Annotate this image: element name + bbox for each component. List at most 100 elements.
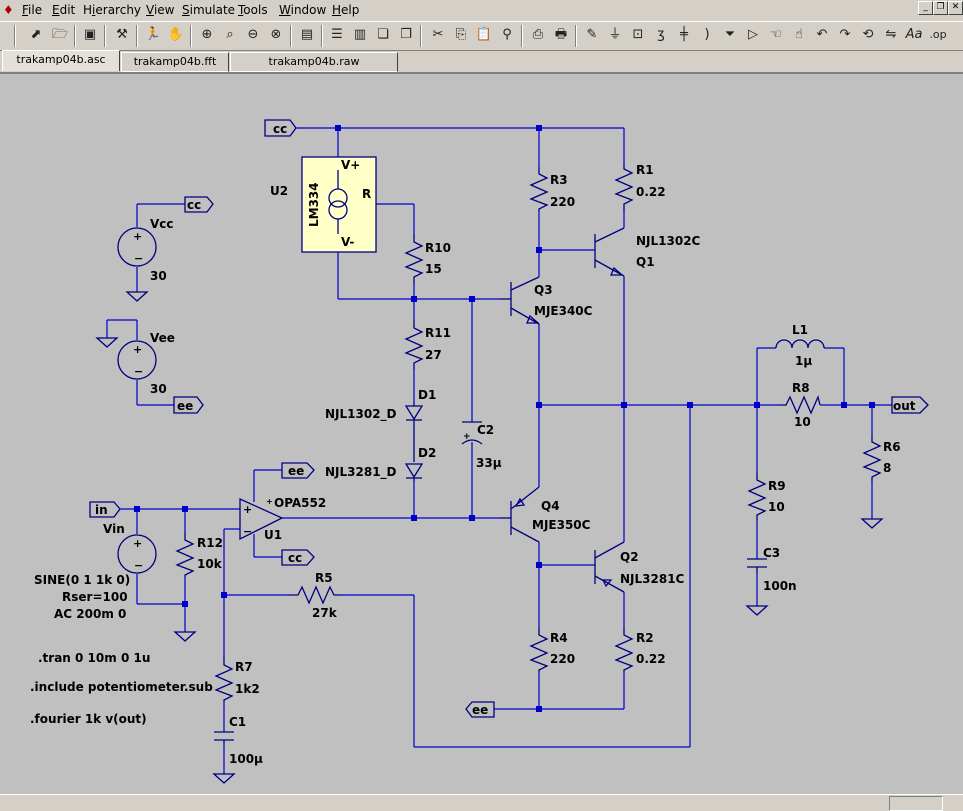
zoom-fit-icon[interactable]: ⊗ bbox=[270, 27, 282, 42]
diode-d1[interactable]: D1 NJL1302_D bbox=[325, 388, 436, 462]
plot-settings-icon[interactable]: ▤ bbox=[300, 27, 314, 42]
net-label-in: in bbox=[89, 501, 121, 518]
tile-vertical-icon[interactable]: ▥ bbox=[353, 27, 367, 42]
op-directive-icon[interactable]: .op bbox=[929, 28, 947, 41]
voltage-source-vcc[interactable]: + − Vcc 30 bbox=[117, 217, 174, 283]
transistor-q4[interactable]: Q4 MJE350C bbox=[500, 486, 591, 543]
voltage-source-vin[interactable]: + − Vin SINE(0 1 1k 0) Rser=100 AC 200m … bbox=[34, 522, 157, 621]
drag-icon[interactable]: ☝ bbox=[795, 27, 803, 42]
redo-icon[interactable]: ↷ bbox=[839, 27, 851, 42]
resistor-r10[interactable]: R10 15 bbox=[404, 234, 451, 284]
u2-lm334[interactable]: V+ R V- LM334 U2 bbox=[270, 156, 377, 253]
capacitor-c3[interactable]: C3 100n bbox=[747, 546, 797, 593]
run-icon[interactable]: 🏃 bbox=[144, 27, 162, 42]
menu-hierarchy[interactable]: Hierarchy bbox=[83, 3, 142, 17]
diode-icon[interactable]: ⏷ bbox=[724, 27, 736, 42]
svg-text:U2: U2 bbox=[270, 184, 288, 198]
net-label-ee-vee: ee bbox=[173, 396, 204, 414]
capacitor-c2[interactable]: + C2 33µ bbox=[461, 421, 502, 470]
svg-text:L1: L1 bbox=[792, 323, 808, 337]
diode-d2[interactable]: D2 NJL3281_D bbox=[325, 446, 436, 482]
menu-help[interactable]: Help bbox=[332, 3, 360, 17]
svg-text:D1: D1 bbox=[418, 388, 436, 402]
resistor-icon[interactable]: ʒ bbox=[657, 27, 665, 42]
cascade-icon[interactable]: ❐ bbox=[400, 27, 412, 42]
menu-window[interactable]: Window bbox=[279, 3, 327, 17]
control-panel-icon[interactable]: ⚒ bbox=[116, 27, 128, 42]
new-schematic-icon[interactable]: ⬈ bbox=[30, 27, 42, 42]
minimize-icon[interactable]: _ bbox=[918, 1, 933, 15]
inductor-l1[interactable]: L1 1µ bbox=[775, 323, 825, 368]
toolbar-separator bbox=[420, 25, 422, 47]
mirror-icon[interactable]: ⇋ bbox=[885, 27, 897, 42]
resistor-r7[interactable]: R7 1k2 bbox=[214, 657, 260, 702]
move-icon[interactable]: ☜ bbox=[770, 27, 782, 42]
zoom-out-icon[interactable]: ⊖ bbox=[247, 27, 259, 42]
cascade-icon[interactable]: ❏ bbox=[377, 27, 389, 42]
toolbar-separator bbox=[321, 25, 323, 47]
halt-icon[interactable]: ✋ bbox=[167, 27, 185, 42]
text-icon[interactable]: Aa bbox=[905, 27, 923, 42]
svg-text:−: − bbox=[134, 559, 143, 572]
save-icon[interactable]: ▣ bbox=[83, 27, 97, 42]
open-icon[interactable]: 🗁 bbox=[51, 27, 69, 42]
rotate-icon[interactable]: ⟲ bbox=[862, 27, 874, 42]
voltage-source-vee[interactable]: + − Vee 30 bbox=[117, 331, 175, 396]
ground-symbols bbox=[95, 291, 884, 784]
svg-text:Q1: Q1 bbox=[636, 255, 655, 269]
opamp-u1[interactable]: + − + OPA552 U1 bbox=[239, 496, 326, 542]
menu-simulate[interactable]: Simulate bbox=[182, 3, 236, 17]
wires bbox=[106, 127, 892, 774]
restore-icon[interactable]: ❐ bbox=[933, 1, 948, 15]
transistor-q1[interactable]: NJL1302C Q1 bbox=[594, 227, 701, 277]
copy-icon[interactable]: ⎘ bbox=[455, 27, 467, 42]
resistor-r8[interactable]: R8 10 bbox=[780, 381, 821, 429]
ground-icon[interactable]: ⏚ bbox=[608, 27, 622, 42]
transistor-q2[interactable]: Q2 NJL3281C bbox=[594, 541, 685, 593]
find-icon[interactable]: ⚲ bbox=[502, 27, 512, 42]
transistor-q3[interactable]: Q3 MJE340C bbox=[500, 276, 593, 325]
svg-text:+: + bbox=[463, 432, 471, 442]
menu-view[interactable]: View bbox=[146, 3, 175, 17]
tab-trakamp04b-raw[interactable]: trakamp04b.raw bbox=[230, 52, 398, 72]
svg-text:R5: R5 bbox=[315, 571, 333, 585]
svg-text:Rser=100: Rser=100 bbox=[62, 590, 128, 604]
menu-tools[interactable]: Tools bbox=[238, 3, 268, 17]
menu-file[interactable]: File bbox=[22, 3, 43, 17]
resistor-r3[interactable]: R3 220 bbox=[529, 167, 575, 212]
svg-text:NJL3281_D: NJL3281_D bbox=[325, 465, 397, 480]
app-icon[interactable]: ♦ bbox=[3, 3, 14, 17]
pan-icon[interactable]: ⌕ bbox=[226, 27, 234, 42]
paste-icon[interactable]: 📋 bbox=[475, 27, 493, 42]
zoom-in-icon[interactable]: ⊕ bbox=[201, 27, 213, 42]
svg-text:U1: U1 bbox=[264, 528, 282, 542]
schematic-canvas[interactable]: cc cc ee ee cc in ee out V+ R V- LM334 U bbox=[0, 72, 963, 796]
menu-bar: ♦ File Edit Hierarchy View Simulate Tool… bbox=[0, 0, 963, 21]
resistor-r6[interactable]: R6 8 bbox=[862, 434, 901, 482]
capacitor-c1[interactable]: C1 100µ bbox=[214, 715, 263, 766]
resistor-r9[interactable]: R9 10 bbox=[747, 472, 786, 520]
print-icon[interactable]: 🖶 bbox=[554, 27, 568, 42]
component-icon[interactable]: ▷ bbox=[748, 27, 758, 42]
resistor-r12[interactable]: R12 10k bbox=[175, 532, 223, 577]
svg-text:Vin: Vin bbox=[103, 522, 125, 536]
spice-directives: .tran 0 10m 0 1u .include potentiometer.… bbox=[30, 651, 213, 726]
undo-icon[interactable]: ↶ bbox=[816, 27, 828, 42]
resistor-r1[interactable]: R1 0.22 bbox=[614, 162, 666, 212]
resistor-r4[interactable]: R4 220 bbox=[529, 627, 575, 672]
inductor-icon[interactable]: ) bbox=[704, 27, 710, 42]
cut-icon[interactable]: ✂ bbox=[432, 27, 444, 42]
print-setup-icon[interactable]: ⎙ bbox=[532, 27, 544, 42]
tab-trakamp04b-fft[interactable]: trakamp04b.fft bbox=[121, 52, 229, 72]
label-net-icon[interactable]: ⊡ bbox=[632, 27, 644, 42]
draw-wire-icon[interactable]: ✎ bbox=[586, 27, 598, 42]
tile-horizontal-icon[interactable]: ☰ bbox=[331, 27, 343, 42]
resistor-r5[interactable]: R5 27k bbox=[290, 571, 340, 620]
capacitor-icon[interactable]: ╪ bbox=[680, 27, 688, 42]
menu-edit[interactable]: Edit bbox=[52, 3, 76, 17]
tab-trakamp04b-asc[interactable]: trakamp04b.asc bbox=[2, 50, 120, 71]
svg-text:V-: V- bbox=[341, 235, 354, 249]
resistor-r11[interactable]: R11 27 bbox=[404, 320, 451, 370]
svg-text:Vcc: Vcc bbox=[150, 217, 174, 231]
resistor-r2[interactable]: R2 0.22 bbox=[614, 627, 666, 672]
